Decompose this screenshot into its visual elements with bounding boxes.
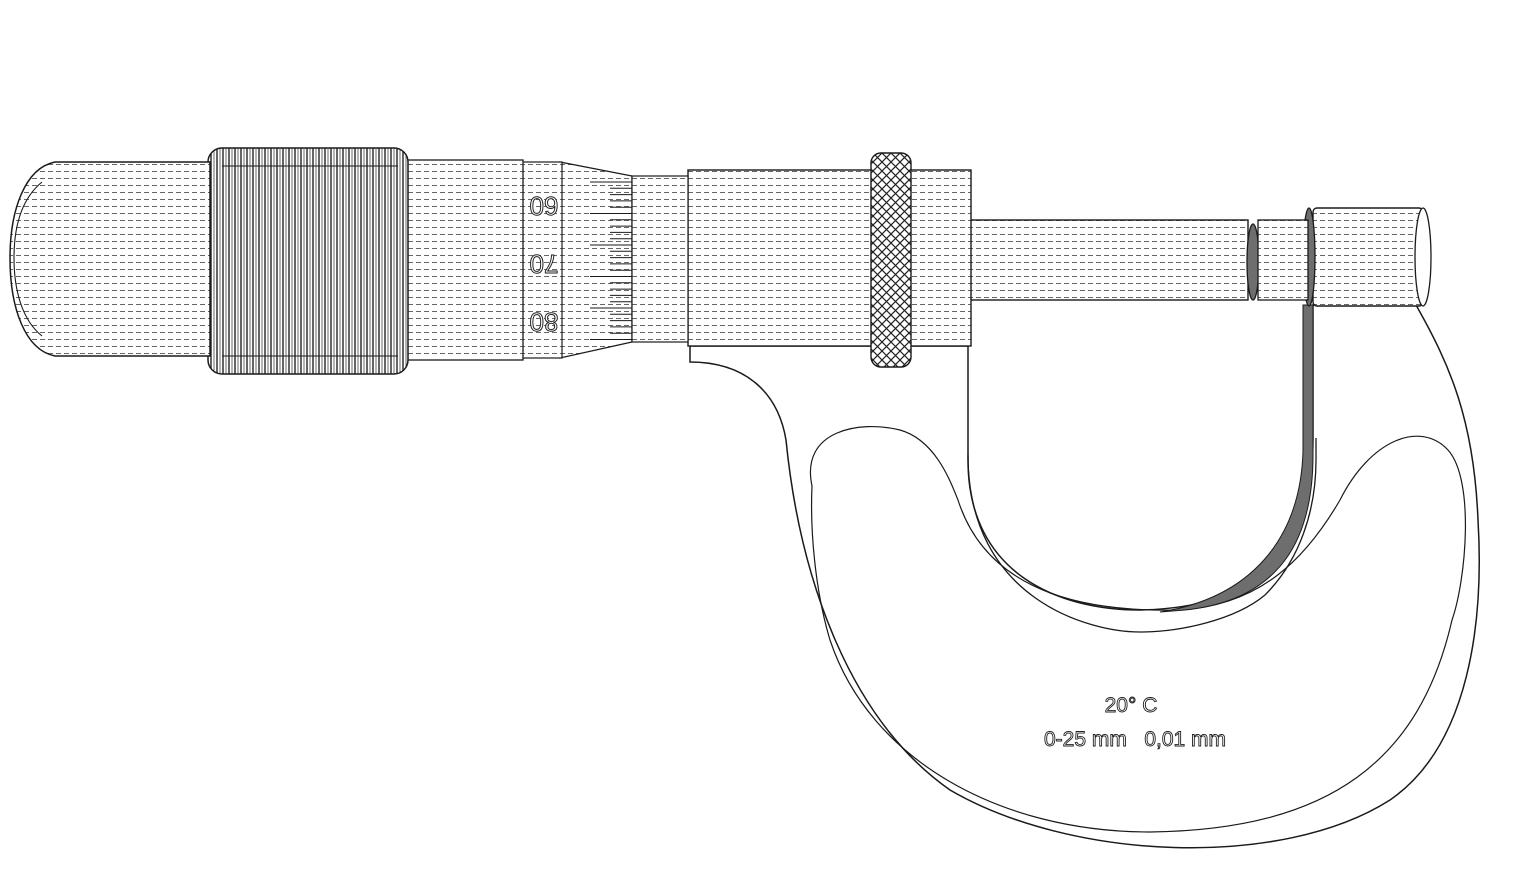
- frame-outer-outline: [689, 304, 1480, 849]
- frame-temperature-label: 20° C: [1105, 694, 1158, 717]
- thimble[interactable]: 60 70 80: [519, 161, 689, 359]
- thimble-taper[interactable]: [559, 161, 633, 359]
- ratchet-knob[interactable]: [207, 147, 409, 375]
- frame-inner-cutout: [967, 438, 1317, 633]
- spindle-rod: [969, 219, 1249, 301]
- lock-ring[interactable]: [870, 152, 912, 368]
- barrel-middle-body: [394, 159, 524, 361]
- spindle-end-face: [1246, 223, 1260, 301]
- barrel-middle: [394, 159, 524, 361]
- spindle-tip: [1257, 219, 1309, 301]
- scale-number-70: 70: [530, 249, 559, 279]
- ratchet-knob-knurl[interactable]: [207, 147, 409, 375]
- frame-inner-bevel: [809, 425, 1466, 833]
- thimble-scale-band[interactable]: [519, 161, 563, 359]
- end-cap[interactable]: [9, 161, 211, 357]
- frame-dark-edge: [1159, 304, 1314, 613]
- anvil-end-face: [1414, 207, 1432, 307]
- frame-spec-label: 0-25 mm 0,01 mm: [1044, 728, 1226, 751]
- frame: 20° C 0-25 mm 0,01 mm: [689, 304, 1480, 849]
- lock-ring-knurl[interactable]: [870, 152, 912, 368]
- scale-number-60: 60: [530, 191, 559, 221]
- end-cap-body[interactable]: [9, 161, 211, 357]
- thimble-neck: [631, 175, 689, 343]
- scale-number-80: 80: [530, 307, 559, 337]
- sleeve: [687, 169, 972, 347]
- anvil-body: [1312, 207, 1424, 307]
- anvil: [1302, 207, 1432, 307]
- sleeve-body: [687, 169, 972, 347]
- end-cap-dome: [13, 181, 43, 337]
- thimble-graduations: [590, 181, 632, 340]
- spindle: [969, 219, 1309, 301]
